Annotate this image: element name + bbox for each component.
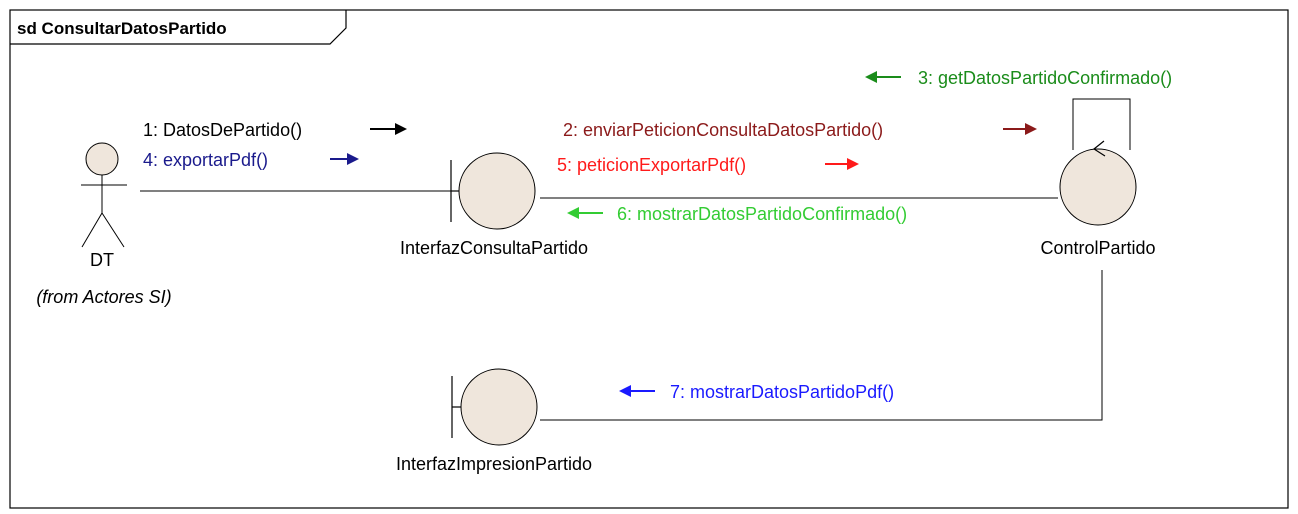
message-3-arrow <box>865 71 901 83</box>
boundary-circle <box>460 368 538 446</box>
message-6-arrow <box>567 207 603 219</box>
control-partido[interactable] <box>1059 140 1137 226</box>
message-5-label: 5: peticionExportarPdf() <box>557 155 746 175</box>
interfaz-impresion-label: InterfazImpresionPartido <box>396 454 592 474</box>
message-7-arrow <box>619 385 655 397</box>
boundary-interfaz-consulta[interactable] <box>450 152 536 230</box>
control-arrowhead <box>1092 140 1106 157</box>
message-1-arrow <box>370 123 407 135</box>
message-1-label: 1: DatosDePartido() <box>143 120 302 140</box>
actor-dt[interactable] <box>81 142 127 248</box>
self-link-control <box>1072 98 1131 150</box>
control-circle <box>1059 148 1137 226</box>
actor-note: (from Actores SI) <box>36 287 171 307</box>
message-5-arrow <box>825 158 859 170</box>
message-2-arrow <box>1003 123 1037 135</box>
message-4-arrow <box>330 153 359 165</box>
interfaz-consulta-label: InterfazConsultaPartido <box>400 238 588 258</box>
actor-leg-right <box>101 212 125 248</box>
control-label: ControlPartido <box>1040 238 1155 258</box>
actor-leg-left <box>81 212 103 248</box>
diagram-frame <box>9 9 1289 509</box>
boundary-circle <box>458 152 536 230</box>
message-2-label: 2: enviarPeticionConsultaDatosPartido() <box>563 120 883 140</box>
boundary-interfaz-impresion[interactable] <box>451 368 538 446</box>
message-7-label: 7: mostrarDatosPartidoPdf() <box>670 382 894 402</box>
frame-title-tab <box>10 10 347 45</box>
actor-name: DT <box>90 250 114 270</box>
message-6-label: 6: mostrarDatosPartidoConfirmado() <box>617 204 907 224</box>
link-control-impresion <box>540 270 1103 421</box>
frame-title: sd ConsultarDatosPartido <box>17 19 227 38</box>
message-4-label: 4: exportarPdf() <box>143 150 268 170</box>
message-3-label: 3: getDatosPartidoConfirmado() <box>918 68 1172 88</box>
actor-head <box>85 142 119 176</box>
